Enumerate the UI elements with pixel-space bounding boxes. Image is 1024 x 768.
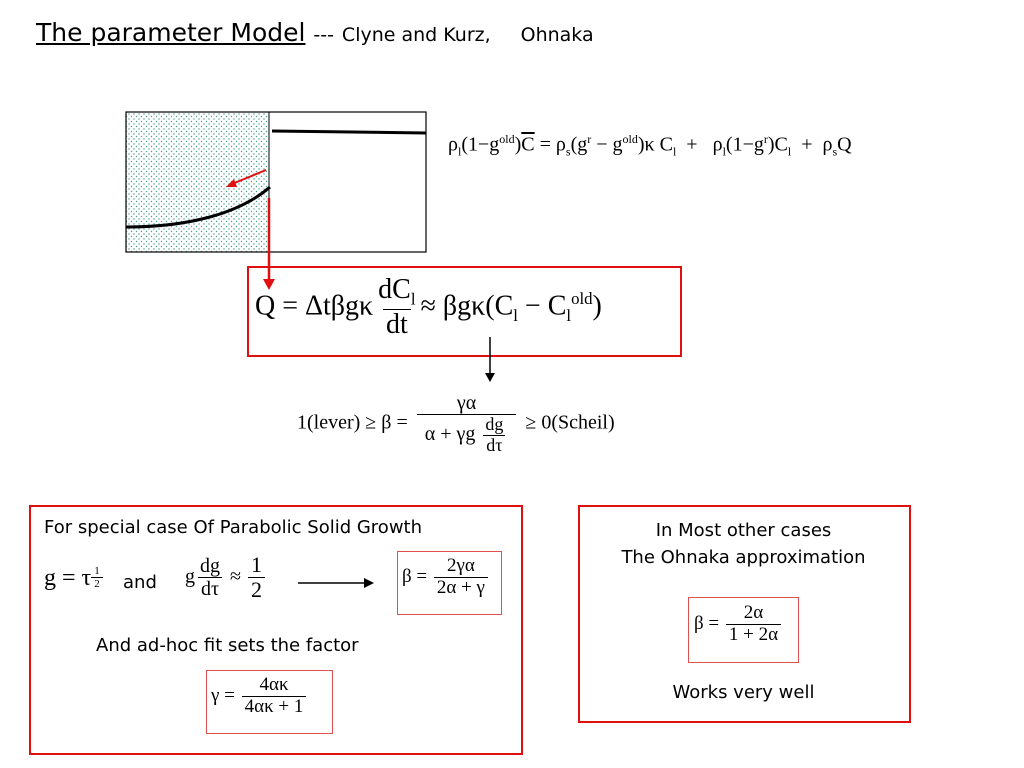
beta-result-box-right [688,597,799,663]
liquid-level-line [271,129,427,135]
beta-result-box-left [397,551,502,615]
q-equation-box [247,266,682,357]
stippled-solid-region [125,111,270,253]
diagram-frame [125,111,427,253]
beta-range-equation: 1(lever) ≥ β = γα α + γg dg dτ ≥ 0(Schei… [297,392,615,456]
black-arrow-down [485,337,495,382]
gamma-result-num: 4ακ [259,674,289,695]
balance-equation: ρl(1−gold)C = ρs(gr − gold)κ Cl + ρl(1−g… [448,132,852,159]
beta-range-num: γα [456,392,477,414]
growth-curve [125,185,271,229]
right-panel-line1: In Most other cases [655,520,832,541]
gamma-result-den: 4ακ + 1 [241,695,307,718]
dg-num: dg [200,555,220,578]
gamma-result-lhs: γ = [211,684,235,706]
beta-range-left: 1(lever) ≥ β = [297,411,408,434]
gamma-result-box [206,670,333,734]
fit-text: And ad-hoc fit sets the factor [96,635,359,656]
beta-result-right-num: 2α [743,602,764,623]
half-num: 1 [250,552,262,577]
beta-range-den-den: dτ [483,434,506,456]
beta-result-right-den: 1 + 2α [725,623,782,646]
beta-result-left-lhs: β = [402,565,428,587]
g-tau-exp-num: 1 [94,565,100,577]
and-label: and [123,572,157,593]
dg-approx: ≈ [230,565,241,588]
left-panel-heading: For special case Of Parabolic Solid Grow… [44,517,423,538]
red-arrow-small [231,169,267,185]
beta-result-right-lhs: β = [694,612,720,634]
dg-g: g [185,565,195,588]
red-arrow-down-head [263,279,275,290]
left-panel [29,505,523,755]
black-arrow-right [298,578,374,588]
beta-range-den-num: dg [485,414,504,434]
beta-result-left-num: 2γα [447,555,475,576]
beta-result-left-den: 2α + γ [433,576,488,599]
title-author-ohnaka: Ohnaka [520,24,594,46]
right-panel-line2: The Ohnaka approximation [621,547,866,568]
title-main: The parameter Model [36,18,306,47]
page-title: The parameter Model --- Clyne and Kurz, … [36,18,594,47]
right-panel-footer: Works very well [672,682,815,703]
beta-range-right: ≥ 0(Scheil) [525,411,615,434]
half-den: 2 [247,577,265,602]
beta-range-den-left: α + γg [424,422,476,445]
title-authors: Clyne and Kurz, [341,24,491,46]
title-separator: --- [313,24,334,46]
dg-den: dτ [197,577,223,600]
solidification-diagram [125,111,427,290]
red-arrow-small-head [226,179,237,187]
g-tau-exp-den: 2 [91,577,103,590]
right-panel [578,505,911,723]
g-tau-lhs: g = τ [44,565,92,591]
